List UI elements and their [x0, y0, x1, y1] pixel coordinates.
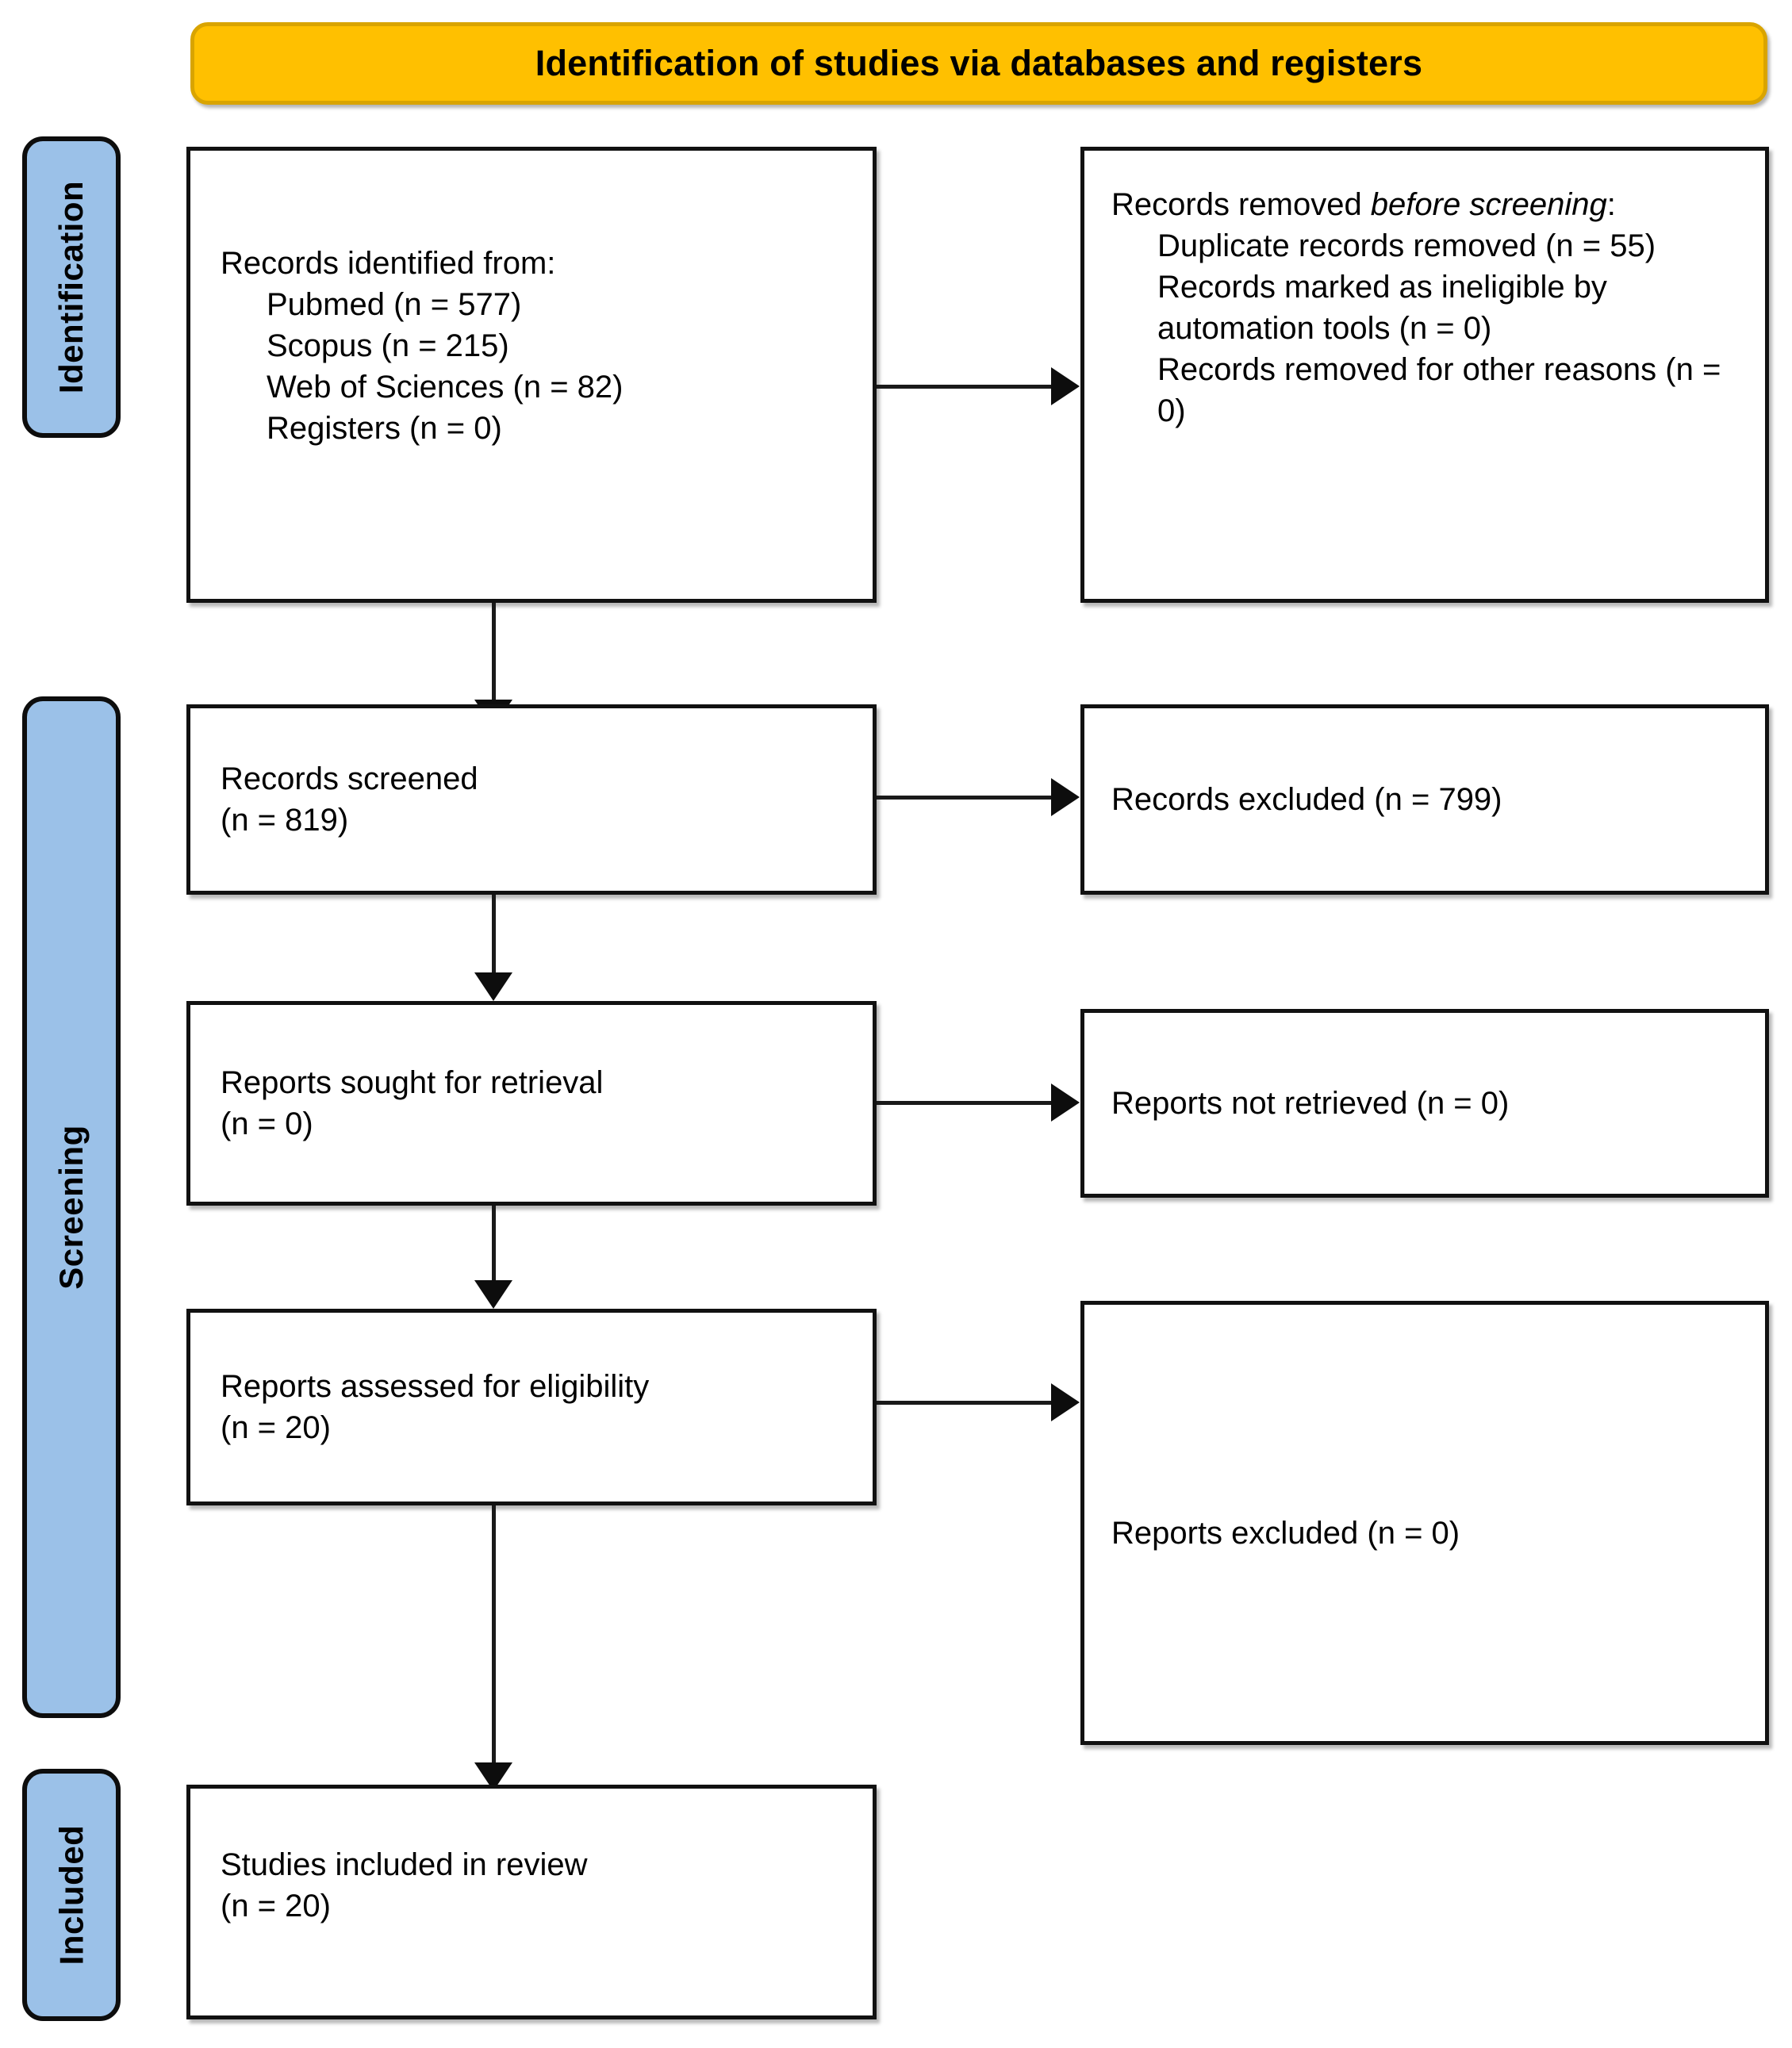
- box-records-identified: Records identified from: Pubmed (n = 577…: [186, 147, 877, 603]
- records-removed-item-duplicates: Duplicate records removed (n = 55): [1157, 228, 1656, 263]
- box-reports-not-retrieved: Reports not retrieved (n = 0): [1080, 1009, 1769, 1198]
- connector-assessed-to-included: [492, 1505, 496, 1767]
- records-removed-heading: Records removed before screening:: [1111, 187, 1616, 222]
- connector-identified-to-removed: [877, 385, 1053, 389]
- connector-screened-to-excluded: [877, 796, 1053, 800]
- box-records-excluded: Records excluded (n = 799): [1080, 704, 1769, 895]
- connector-identified-to-screened: [492, 603, 496, 704]
- records-identified-heading: Records identified from:: [221, 246, 556, 281]
- records-removed-heading-suffix: :: [1606, 187, 1616, 222]
- phase-tab-included: Included: [22, 1769, 121, 2021]
- arrowhead-screened-to-excluded-icon: [1051, 778, 1080, 816]
- records-identified-item-wos: Web of Sciences (n = 82): [267, 370, 624, 405]
- arrowhead-assessed-to-excluded-icon: [1051, 1383, 1080, 1421]
- reports-sought-line2: (n = 0): [221, 1106, 313, 1141]
- reports-not-retrieved-line1: Reports not retrieved (n = 0): [1111, 1086, 1510, 1121]
- box-records-screened: Records screened (n = 819): [186, 704, 877, 895]
- records-excluded-line1: Records excluded (n = 799): [1111, 782, 1502, 817]
- connector-sought-to-not-retrieved: [877, 1101, 1053, 1105]
- phase-label-screening: Screening: [52, 1125, 90, 1290]
- reports-assessed-line2: (n = 20): [221, 1410, 331, 1445]
- studies-included-line2: (n = 20): [221, 1889, 331, 1923]
- arrowhead-identified-to-removed-icon: [1051, 367, 1080, 405]
- connector-assessed-to-excluded: [877, 1401, 1053, 1405]
- phase-label-included: Included: [52, 1824, 90, 1966]
- box-studies-included: Studies included in review (n = 20): [186, 1785, 877, 2019]
- reports-assessed-line1: Reports assessed for eligibility: [221, 1369, 650, 1404]
- records-removed-item-automation: Records marked as ineligible by automati…: [1157, 270, 1607, 346]
- box-reports-excluded: Reports excluded (n = 0): [1080, 1301, 1769, 1745]
- records-identified-item-pubmed: Pubmed (n = 577): [267, 287, 522, 322]
- arrowhead-screened-to-sought-icon: [474, 972, 512, 1001]
- records-screened-line1: Records screened: [221, 761, 478, 796]
- box-records-removed: Records removed before screening: Duplic…: [1080, 147, 1769, 603]
- arrowhead-sought-to-not-retrieved-icon: [1051, 1083, 1080, 1122]
- records-removed-heading-plain: Records removed: [1111, 187, 1371, 222]
- reports-sought-line1: Reports sought for retrieval: [221, 1065, 604, 1100]
- connector-screened-to-sought: [492, 895, 496, 977]
- diagram-title: Identification of studies via databases …: [535, 43, 1423, 83]
- connector-sought-to-assessed: [492, 1206, 496, 1287]
- box-reports-assessed: Reports assessed for eligibility (n = 20…: [186, 1309, 877, 1505]
- records-identified-item-registers: Registers (n = 0): [267, 411, 502, 446]
- records-removed-heading-italic: before screening: [1370, 187, 1607, 222]
- diagram-title-banner: Identification of studies via databases …: [190, 22, 1767, 105]
- reports-excluded-line1: Reports excluded (n = 0): [1111, 1516, 1460, 1551]
- records-identified-item-scopus: Scopus (n = 215): [267, 328, 509, 363]
- studies-included-line1: Studies included in review: [221, 1847, 588, 1882]
- phase-label-identification: Identification: [52, 180, 90, 394]
- records-screened-line2: (n = 819): [221, 803, 349, 838]
- phase-tab-screening: Screening: [22, 696, 121, 1718]
- arrowhead-sought-to-assessed-icon: [474, 1280, 512, 1309]
- phase-tab-identification: Identification: [22, 136, 121, 438]
- records-removed-item-other: Records removed for other reasons (n = 0…: [1157, 352, 1721, 428]
- box-reports-sought: Reports sought for retrieval (n = 0): [186, 1001, 877, 1206]
